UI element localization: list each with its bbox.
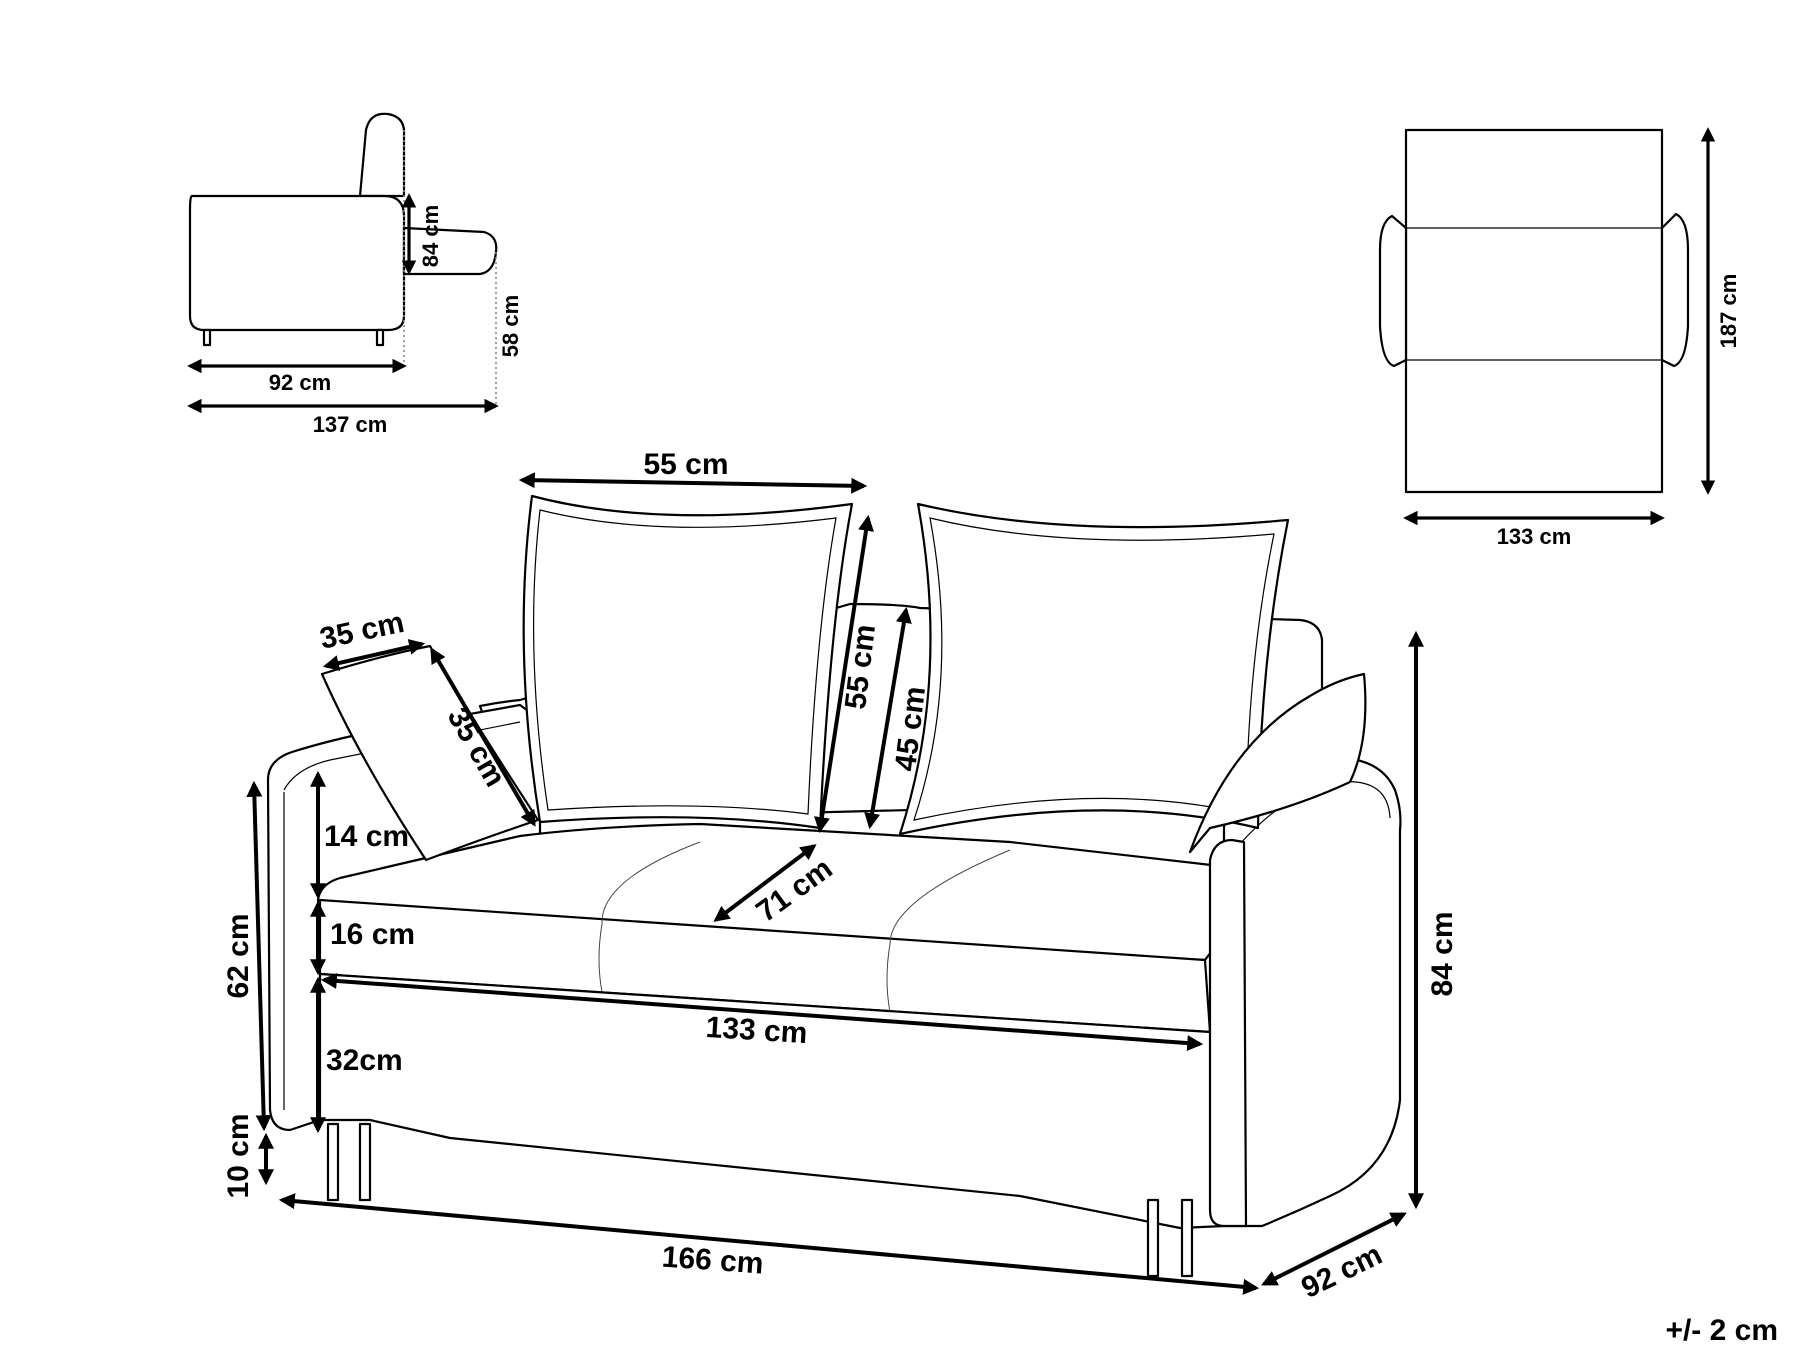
side-depth-extended-label: 137 cm (313, 412, 388, 437)
seat-width-label: 133 cm (705, 1011, 809, 1050)
back-cushion-right (898, 502, 1290, 836)
throw-pillow-right (1188, 672, 1367, 854)
side-depth-label: 92 cm (269, 370, 331, 395)
sofa-armrest-right-side (1208, 838, 1248, 1228)
side-view: 84 cm 58 cm 92 cm 137 cm (187, 112, 523, 437)
side-bed-height-label: 58 cm (498, 295, 523, 357)
side-backrest-height-label: 84 cm (418, 205, 443, 267)
top-view-armrest-left (1378, 214, 1408, 368)
side-view-body (188, 194, 406, 332)
side-view-leg-right (375, 328, 385, 347)
main-view: 55 cm 55 cm 45 cm 35 cm 35 cm 14 cm 16 c… (222, 448, 1459, 1305)
back-cushion-left (522, 494, 854, 830)
seat-height-label: 62 cm (222, 913, 255, 998)
side-view-backrest (358, 112, 406, 198)
pillow-width-label: 35 cm (317, 606, 407, 656)
sofa-armrest-right (1222, 756, 1402, 1228)
sofa-leg-front-right-1 (1146, 1198, 1160, 1278)
sofa-leg-front-left-1 (326, 1122, 340, 1202)
total-height-label: 84 cm (1426, 911, 1459, 996)
top-view-bed-outline (1404, 128, 1664, 494)
seat-cushion-height-label: 16 cm (330, 918, 415, 951)
sofa-leg-front-right-2 (1180, 1198, 1194, 1278)
cushion-width-label: 55 cm (643, 448, 728, 481)
total-width-label: 166 cm (661, 1241, 765, 1281)
top-width-label: 133 cm (1497, 524, 1572, 549)
sofa-leg-front-left-2 (358, 1122, 372, 1202)
top-view: 187 cm 133 cm (1378, 127, 1741, 549)
base-height-label: 32cm (326, 1044, 403, 1077)
side-view-leg-left (202, 328, 212, 347)
leg-height-label: 10 cm (222, 1113, 255, 1198)
total-depth-label: 92 cm (1296, 1238, 1387, 1305)
armrest-height-label: 14 cm (324, 820, 409, 853)
tolerance-note: +/- 2 cm (1665, 1314, 1778, 1347)
top-view-armrest-right (1660, 212, 1690, 368)
top-bed-length-label: 187 cm (1716, 274, 1741, 349)
